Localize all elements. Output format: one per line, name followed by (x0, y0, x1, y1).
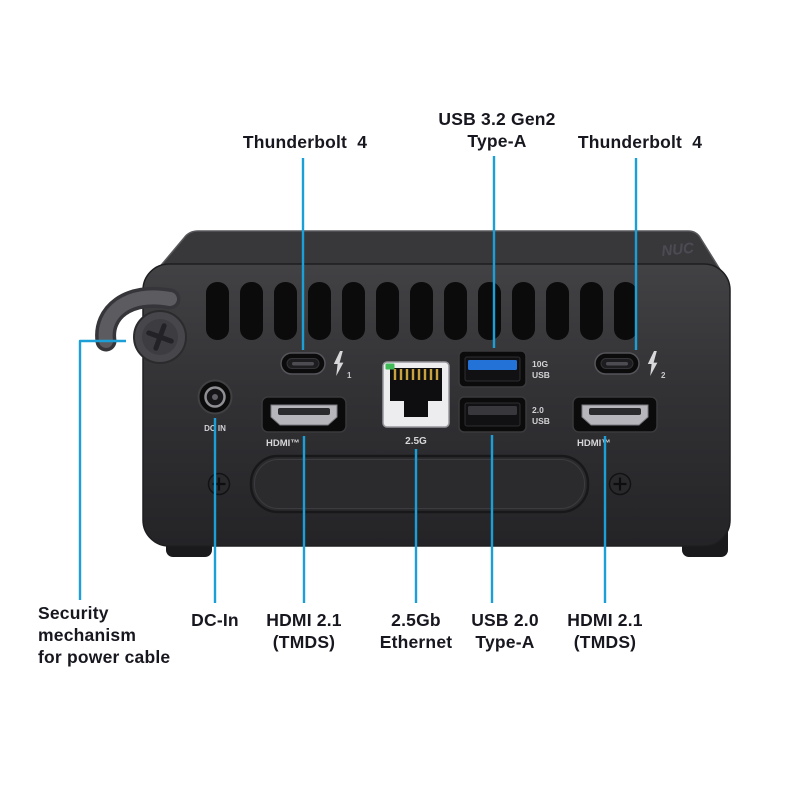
vent-slot (512, 282, 535, 340)
hdmi-port-left: HDMI™ (261, 396, 347, 449)
vent-slot (240, 282, 263, 340)
usb-3-text-line2: USB (532, 370, 550, 380)
label-hdmi-right: HDMI 2.1 (TMDS) (567, 610, 643, 652)
vent-slot (410, 282, 433, 340)
vent-slot (546, 282, 569, 340)
callout-lines (78, 156, 638, 603)
ethernet-text: 2.5G (405, 436, 427, 447)
dc-in-port: DC IN (197, 379, 233, 433)
usb-2-text-line1: 2.0 (532, 405, 544, 415)
vent-slot (580, 282, 603, 340)
usb-2-text-line2: USB (532, 416, 550, 426)
thunderbolt-num-2: 2 (661, 371, 666, 380)
label-security: Security mechanism for power cable (38, 603, 171, 667)
vent-slot (444, 282, 467, 340)
vent-slot (478, 282, 501, 340)
vent-grill (206, 282, 637, 340)
security-loop (95, 286, 187, 364)
label-dc-in: DC-In (191, 610, 239, 630)
screw-right (608, 472, 632, 496)
label-thunderbolt-right: Thunderbolt 4 (577, 132, 703, 152)
security-screw-cross (146, 323, 174, 351)
screw-left (207, 472, 231, 496)
usb-3-text-line1: 10G (532, 359, 548, 369)
vent-slot (206, 282, 229, 340)
security-loop-arm (98, 290, 177, 348)
hdmi-right-text: HDMI™ (577, 438, 611, 449)
ethernet-pins (393, 369, 439, 380)
vent-slot (308, 282, 331, 340)
device-logo: NUC (661, 240, 696, 260)
usb-3-tongue (468, 360, 517, 370)
ethernet-port: 2.5G (382, 361, 450, 447)
vent-slot (614, 282, 637, 340)
callout-line-security (78, 339, 126, 600)
thunderbolt-port-1: 1 (280, 351, 352, 380)
label-usb20: USB 2.0 Type-A (471, 610, 539, 652)
hdmi-port-right: HDMI™ (572, 396, 658, 449)
label-usb32: USB 3.2 Gen2 Type-A (438, 109, 556, 151)
label-ethernet: 2.5Gb Ethernet (379, 610, 453, 652)
thunderbolt-port-2: 2 (594, 351, 666, 380)
vent-slot (274, 282, 297, 340)
label-hdmi-left: HDMI 2.1 (TMDS) (266, 610, 342, 652)
vent-slot (342, 282, 365, 340)
usb-3-port: 10G USB (458, 350, 550, 388)
ethernet-led (385, 363, 395, 370)
usb-2-port: 2.0 USB (458, 396, 550, 433)
thunderbolt-num-1: 1 (347, 371, 352, 380)
hdmi-left-text: HDMI™ (266, 438, 300, 449)
vent-slot (376, 282, 399, 340)
usb-2-tongue (468, 406, 517, 415)
label-thunderbolt-left: Thunderbolt 4 (242, 132, 368, 152)
bottom-recess-panel (249, 454, 590, 514)
